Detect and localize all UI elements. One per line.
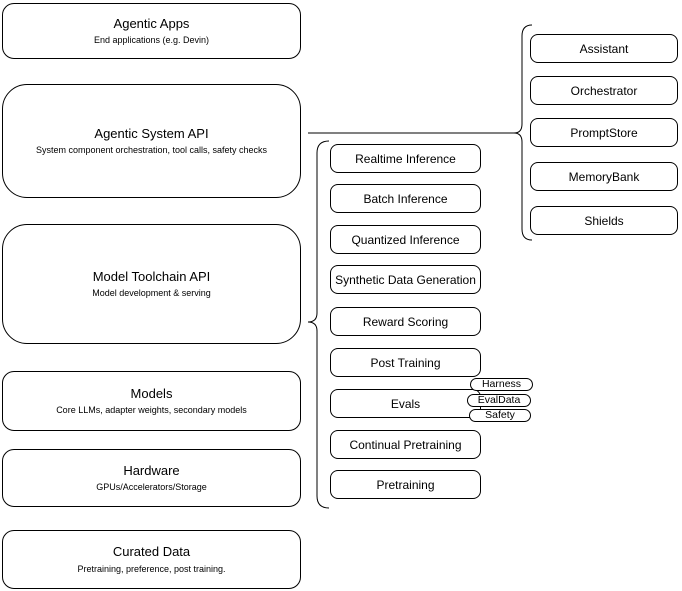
component-box-assistant: Assistant [530,34,678,63]
service-box-batch-inference: Batch Inference [330,184,481,213]
stack-box-model-toolchain-api: Model Toolchain API Model development & … [2,224,301,344]
stack-box-agentic-system-api: Agentic System API System component orch… [2,84,301,198]
toolchain-brace [307,140,330,509]
eval-pill-harness: Harness [470,378,533,391]
service-box-quantized-inference: Quantized Inference [330,225,481,254]
box-title: Models [130,385,173,401]
box-title: Agentic System API [94,125,209,141]
service-box-synthetic-data-generation: Synthetic Data Generation [330,265,481,294]
stack-box-curated-data: Curated Data Pretraining, preference, po… [2,530,301,589]
service-label: Batch Inference [363,191,448,206]
box-subtitle: System component orchestration, tool cal… [35,145,268,156]
component-box-shields: Shields [530,206,678,235]
component-box-promptstore: PromptStore [530,118,678,147]
service-label: Reward Scoring [362,314,449,329]
box-title: Agentic Apps [113,15,190,31]
service-label: Continual Pretraining [349,437,462,452]
component-label: PromptStore [570,125,638,140]
box-subtitle: Model development & serving [92,288,211,299]
service-box-pretraining: Pretraining [330,470,481,499]
service-label: Realtime Inference [355,151,456,166]
pill-label: Harness [481,378,522,391]
stack-box-hardware: Hardware GPUs/Accelerators/Storage [2,449,301,507]
service-box-evals: Evals [330,389,481,418]
box-subtitle: Pretraining, preference, post training. [77,563,226,574]
component-label: Orchestrator [570,83,638,98]
stack-box-models: Models Core LLMs, adapter weights, secon… [2,371,301,431]
component-label: MemoryBank [568,169,640,184]
system-components-brace [513,24,533,241]
eval-pill-evaldata: EvalData [467,394,531,407]
box-title: Model Toolchain API [92,268,211,284]
service-label: Post Training [370,355,441,370]
box-title: Curated Data [112,544,191,560]
box-subtitle: Core LLMs, adapter weights, secondary mo… [56,405,247,416]
box-subtitle: GPUs/Accelerators/Storage [96,482,207,493]
service-label: Pretraining [376,477,435,492]
component-label: Assistant [579,41,629,56]
service-box-realtime-inference: Realtime Inference [330,144,481,173]
pill-label: Safety [485,409,515,422]
stack-box-agentic-apps: Agentic Apps End applications (e.g. Devi… [2,3,301,59]
service-label: Synthetic Data Generation [335,272,476,287]
pill-label: EvalData [477,394,521,407]
box-subtitle: End applications (e.g. Devin) [93,35,210,46]
service-box-post-training: Post Training [330,348,481,377]
component-box-memorybank: MemoryBank [530,162,678,191]
service-box-continual-pretraining: Continual Pretraining [330,430,481,459]
component-box-orchestrator: Orchestrator [530,76,678,105]
service-label: Evals [390,396,421,411]
service-box-reward-scoring: Reward Scoring [330,307,481,336]
service-label: Quantized Inference [351,232,460,247]
eval-pill-safety: Safety [469,409,531,422]
box-title: Hardware [123,462,180,478]
component-label: Shields [584,213,624,228]
